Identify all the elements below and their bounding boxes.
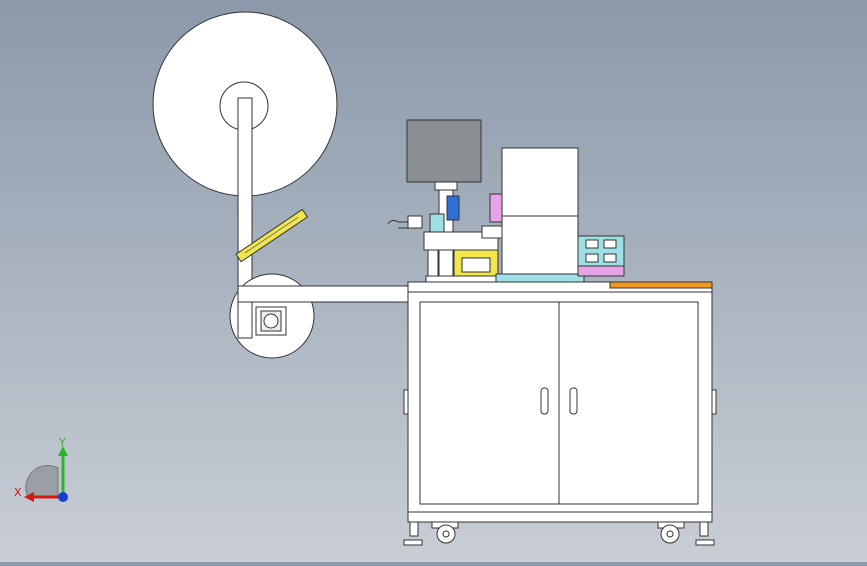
- z-axis-dot: [58, 492, 68, 502]
- cabinet-top-orange-strip: [609, 281, 713, 289]
- upper-module-bottom: [501, 215, 579, 277]
- y-axis-label: Y: [59, 436, 66, 449]
- upper-module-top: [501, 147, 579, 217]
- tension-arm: [235, 208, 309, 263]
- coordinate-triad: X Y: [10, 436, 80, 510]
- x-axis-label: X: [14, 486, 22, 499]
- feed-bar: [237, 285, 411, 303]
- door-handle-left[interactable]: [540, 387, 549, 415]
- cabinet-door-right: [558, 301, 699, 505]
- door-handle-right[interactable]: [569, 387, 578, 415]
- reel-arm: [237, 97, 253, 299]
- cabinet-door-left: [419, 301, 560, 505]
- monitor: [406, 119, 482, 183]
